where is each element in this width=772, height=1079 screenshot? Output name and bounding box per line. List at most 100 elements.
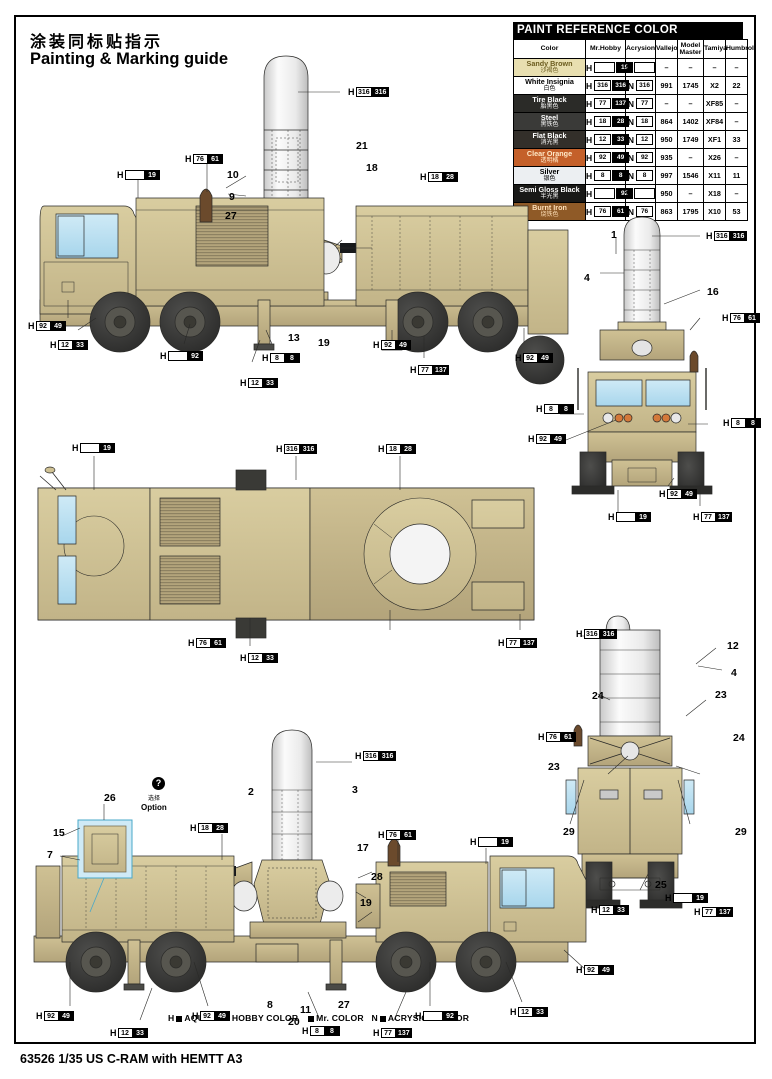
callout-prefix: H <box>355 750 362 761</box>
legend-h-prefix: H <box>168 1013 175 1023</box>
paint-name-cn: 透明橘 <box>540 157 559 165</box>
part-number-label: 23 <box>548 761 560 773</box>
callout-code-light: 8 <box>309 1026 325 1036</box>
callout-prefix: H <box>722 312 729 323</box>
callout-code-dark: 316 <box>600 629 617 639</box>
callout-code-light: 8 <box>730 418 746 428</box>
paint-name-cn: 银色 <box>543 175 556 183</box>
view-side-left-upper <box>39 55 535 363</box>
callout-prefix: H <box>28 320 35 331</box>
callout-code-light: 18 <box>427 172 443 182</box>
option-part-number: 26 <box>104 792 116 804</box>
callout-code-light: 18 <box>385 444 401 454</box>
callout-code-dark: 61 <box>744 313 760 323</box>
legend-square-icon <box>176 1015 183 1022</box>
callout-code-light <box>422 1011 443 1021</box>
option-label-english: Option <box>141 803 167 812</box>
callout-code-dark: 19 <box>144 170 160 180</box>
part-number-label: 10 <box>227 169 239 181</box>
paint-name-cn: 沙褐色 <box>540 67 559 75</box>
callout-code-light: 316 <box>283 444 301 454</box>
callout-code-dark: 61 <box>400 830 416 840</box>
callout-code-dark: 61 <box>210 638 226 648</box>
callout-code-dark: 137 <box>715 512 733 522</box>
callout-prefix: H <box>110 1027 117 1038</box>
paint-name-cn: 半光黑 <box>540 193 559 201</box>
part-number-label: 24 <box>733 732 745 744</box>
paint-name-en: Silver <box>539 167 560 177</box>
callout-code-dark: 61 <box>207 154 223 164</box>
callout-prefix: H <box>470 836 477 847</box>
callout-prefix: H <box>185 153 192 164</box>
callout-code-light <box>615 512 636 522</box>
callout-code-light: 92 <box>380 340 396 350</box>
page-title-chinese: 涂装同标贴指示 <box>30 32 164 51</box>
callout-code-light: 76 <box>192 154 208 164</box>
part-number-label: 9 <box>229 191 235 203</box>
callout-code-light <box>124 170 145 180</box>
callout-code-dark: 19 <box>99 443 115 453</box>
callout-prefix: H <box>415 1010 422 1021</box>
part-number-label: 15 <box>53 827 65 839</box>
callout-code-dark: 316 <box>730 231 747 241</box>
callout-code-dark: 33 <box>72 340 88 350</box>
callout-code-dark: 33 <box>613 905 629 915</box>
part-number-label: 27 <box>338 999 350 1011</box>
callout-code-dark: 33 <box>132 1028 148 1038</box>
callout-prefix: H <box>515 352 522 363</box>
callout-code-light: 92 <box>666 489 682 499</box>
callout-code-dark: 49 <box>598 965 614 975</box>
callout-prefix: H <box>188 637 195 648</box>
legend-h-text: AQUEOUS HOBBY COLOR <box>184 1013 299 1023</box>
paint-name-en: Burnt Iron <box>532 203 567 213</box>
callout-prefix: H <box>694 906 701 917</box>
callout-code-light: 12 <box>517 1007 533 1017</box>
part-number-label: 21 <box>356 140 368 152</box>
option-question-icon: ? <box>152 777 165 790</box>
part-number-label: 12 <box>727 640 739 652</box>
callout-prefix: H <box>160 350 167 361</box>
callout-code-dark: 8 <box>745 418 761 428</box>
paint-name-en: Tire Black <box>532 95 567 105</box>
paint-name-cn: 消光黑 <box>540 139 559 147</box>
paint-name-en: Clear Orange <box>526 149 573 159</box>
callout-code-light: 77 <box>380 1028 396 1038</box>
callout-prefix: H <box>510 1006 517 1017</box>
callout-prefix: H <box>498 637 505 648</box>
paint-name-en: Steel <box>540 113 559 123</box>
callout-code-light: 92 <box>199 1011 215 1021</box>
part-number-label: 20 <box>288 1016 300 1028</box>
part-number-label: 29 <box>563 826 575 838</box>
part-number-label: 18 <box>366 162 378 174</box>
callout-code-dark: 61 <box>560 732 576 742</box>
paint-name-cn: 白色 <box>543 85 556 93</box>
view-plan-top <box>37 456 535 646</box>
part-number-label: 23 <box>715 689 727 701</box>
callout-code-light: 92 <box>583 965 599 975</box>
part-number-label: 25 <box>655 879 667 891</box>
